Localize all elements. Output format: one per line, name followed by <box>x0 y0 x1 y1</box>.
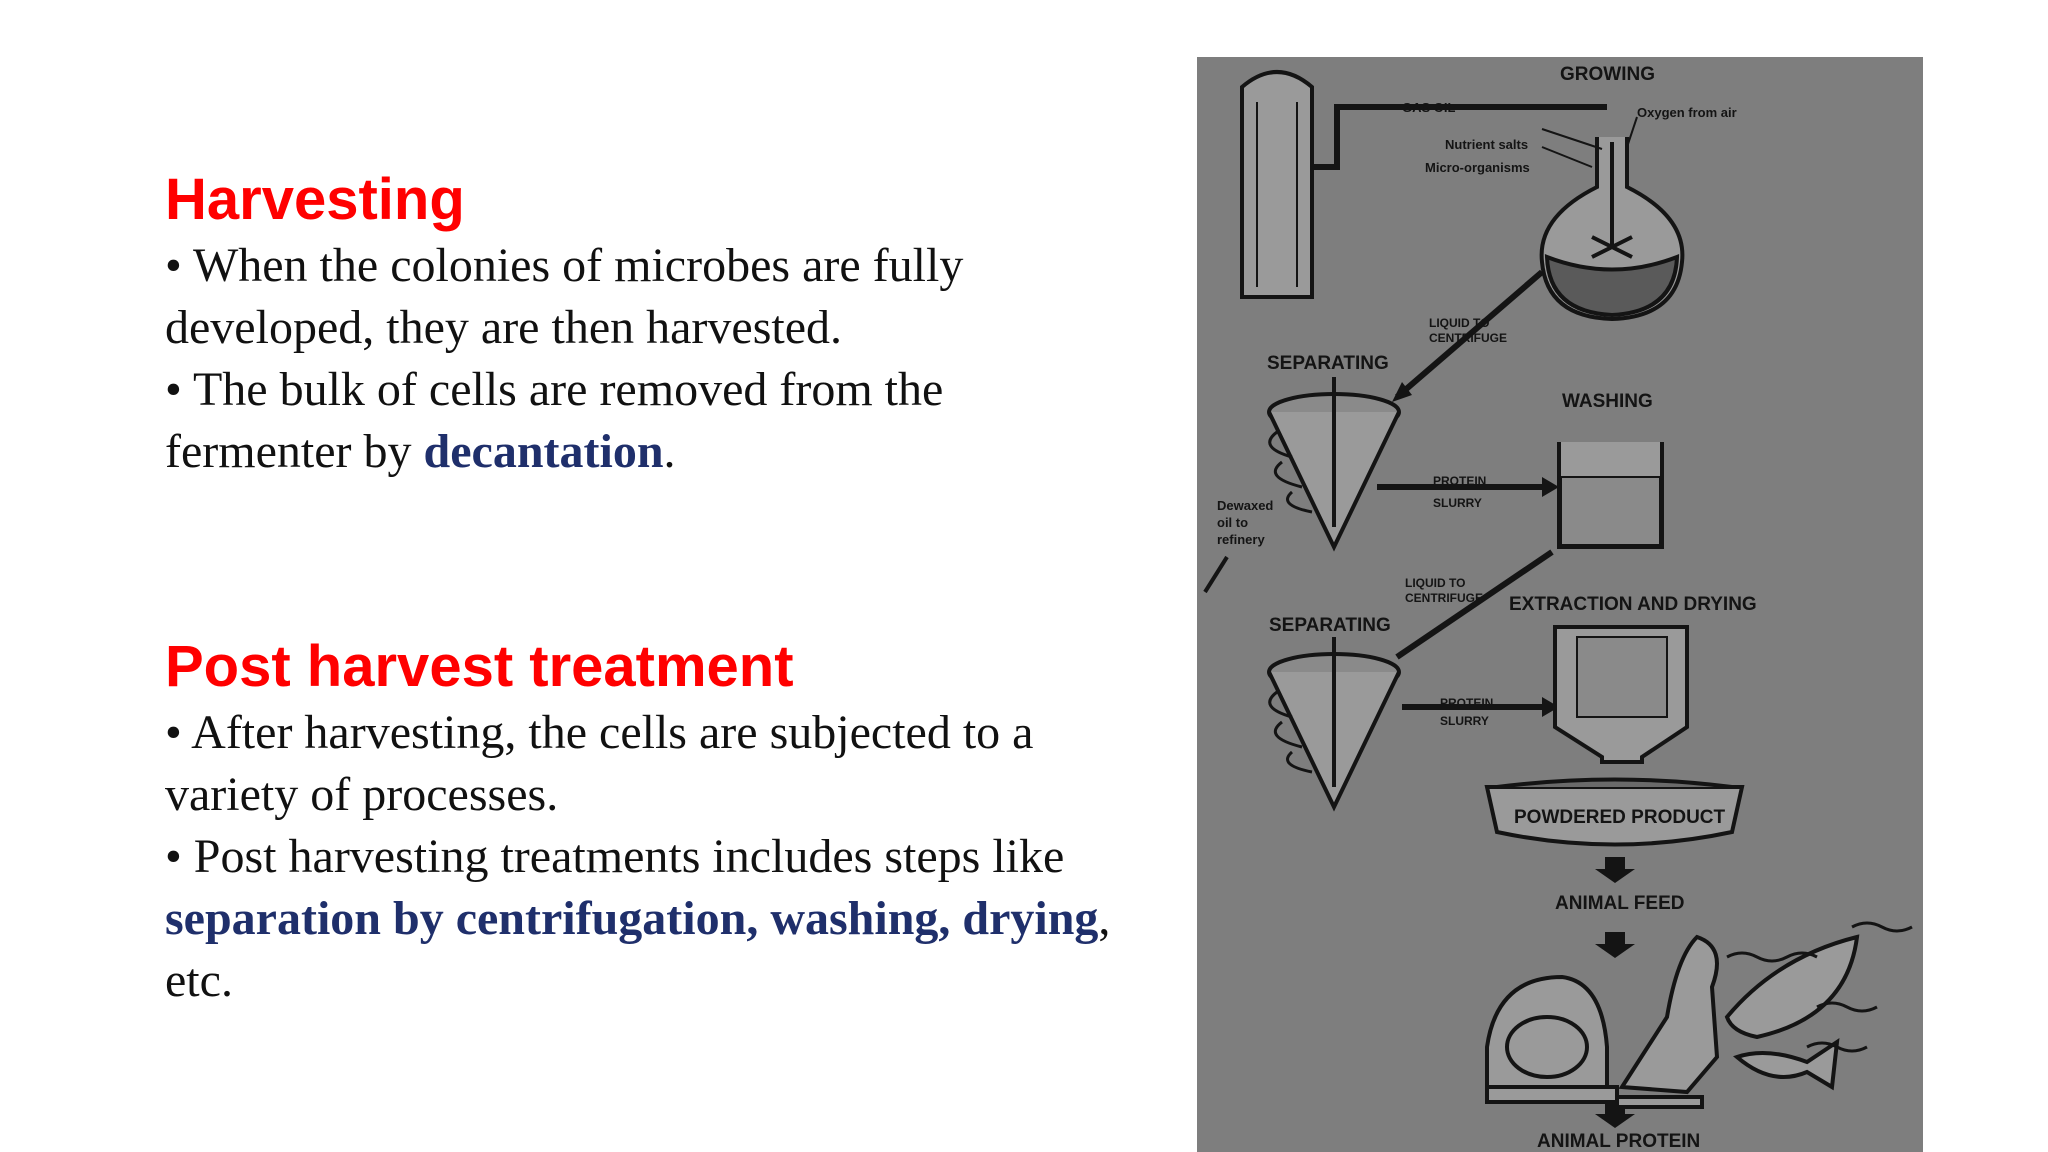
harvesting-bullet-2-end: . <box>663 425 676 478</box>
post-harvest-steps-term: separation by centrifugation, washing, d… <box>165 892 1099 945</box>
arrowhead-separator-1 <box>1392 382 1412 402</box>
decantation-term: decantation <box>423 425 664 478</box>
separator-2 <box>1267 637 1401 812</box>
gas-oil-tank <box>1240 70 1607 299</box>
label-liquid-2a: LIQUID TO <box>1405 576 1465 590</box>
label-nutrient: Nutrient salts <box>1445 137 1528 152</box>
arrow-to-separator-2 <box>1395 549 1554 660</box>
label-dewaxed-c: refinery <box>1217 532 1265 547</box>
label-washing: WASHING <box>1562 391 1653 412</box>
harvesting-section: Harvesting • When the colonies of microb… <box>165 165 1125 483</box>
arrow-to-separator-1 <box>1395 269 1544 400</box>
post-harvest-bullet-2-text: • Post harvesting treatments includes st… <box>165 830 1065 883</box>
label-extraction: EXTRACTION AND DRYING <box>1509 594 1757 615</box>
label-protein-2a: PROTEIN <box>1440 696 1493 710</box>
scp-process-diagram: GROWING GAS OIL Oxygen from air Nutrient… <box>1197 57 1923 1152</box>
label-dewaxed-b: oil to <box>1217 515 1248 530</box>
dryer-unit <box>1553 625 1689 764</box>
label-liquid-1b: CENTRIFUGE <box>1429 331 1507 345</box>
process-diagram-svg: GROWING GAS OIL Oxygen from air Nutrient… <box>1203 64 1913 1152</box>
post-harvest-heading: Post harvest treatment <box>165 634 794 699</box>
powdered-product-tray <box>1484 777 1745 847</box>
fermenter-flask <box>1539 116 1685 322</box>
post-harvest-bullet-2: • Post harvesting treatments includes st… <box>165 826 1125 1012</box>
post-harvest-bullet-2-end: , etc. <box>165 892 1111 1007</box>
separator-1 <box>1267 377 1401 552</box>
label-gas-oil: GAS OIL <box>1402 100 1456 115</box>
label-liquid-1a: LIQUID TO <box>1429 316 1489 330</box>
arrow-dewaxed-oil <box>1203 555 1229 594</box>
harvesting-heading: Harvesting <box>165 167 465 232</box>
animal-feed-scene <box>1485 921 1913 1109</box>
label-growing: GROWING <box>1560 64 1655 85</box>
washing-beaker <box>1557 442 1664 549</box>
post-harvest-section: Post harvest treatment • After harvestin… <box>165 632 1125 1012</box>
label-protein-2b: SLURRY <box>1440 714 1489 728</box>
post-harvest-bullet-1: • After harvesting, the cells are subjec… <box>165 706 1034 821</box>
label-separating-1: SEPARATING <box>1267 353 1389 374</box>
label-powdered-product: POWDERED PRODUCT <box>1514 807 1726 828</box>
harvesting-bullet-2: • The bulk of cells are removed from the… <box>165 359 1125 483</box>
arrowhead-protein-2 <box>1542 697 1559 717</box>
label-animal-feed: ANIMAL FEED <box>1555 893 1684 914</box>
label-separating-2: SEPARATING <box>1269 615 1391 636</box>
label-protein-1a: PROTEIN <box>1433 474 1486 488</box>
label-animal-protein: ANIMAL PROTEIN <box>1537 1131 1700 1152</box>
label-oxygen: Oxygen from air <box>1637 105 1737 120</box>
label-protein-1b: SLURRY <box>1433 496 1482 510</box>
label-dewaxed-a: Dewaxed <box>1217 498 1273 513</box>
arrowhead-protein-1 <box>1542 477 1559 497</box>
harvesting-bullet-1: • When the colonies of microbes are full… <box>165 239 964 354</box>
label-liquid-2b: CENTRIFUGE <box>1405 591 1483 605</box>
harvesting-bullet-2-text: • The bulk of cells are removed from the… <box>165 363 944 478</box>
label-micro: Micro-organisms <box>1425 160 1530 175</box>
